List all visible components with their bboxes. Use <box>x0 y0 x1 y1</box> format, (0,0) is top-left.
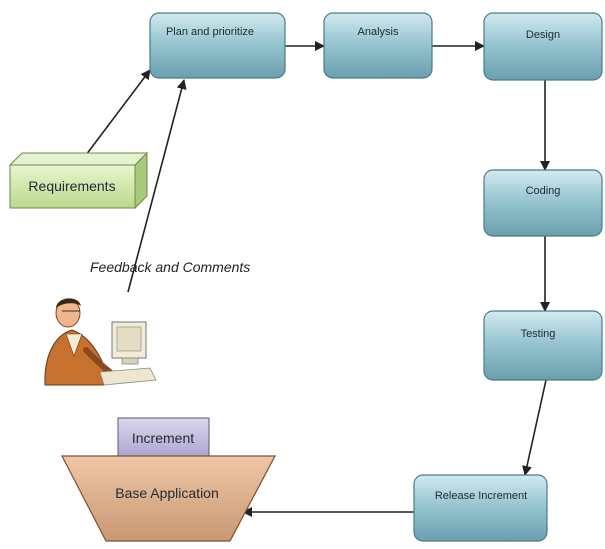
node-base-application-label: Base Application <box>115 485 219 501</box>
node-release-label: Release Increment <box>435 490 527 502</box>
node-base-application: Base Application <box>61 455 276 542</box>
node-release: Release Increment <box>413 474 548 542</box>
node-increment: Increment <box>117 417 210 457</box>
node-requirements-label: Requirements <box>28 178 115 194</box>
node-testing-label: Testing <box>521 328 556 340</box>
feedback-label: Feedback and Comments <box>90 259 250 275</box>
person-at-computer-icon <box>44 298 157 386</box>
arrow-testing-to-release <box>522 379 547 476</box>
node-analysis-label: Analysis <box>358 26 399 38</box>
node-analysis: Analysis <box>323 12 433 79</box>
connectors <box>85 41 550 517</box>
arrow-requirements-to-plan <box>85 69 151 156</box>
node-requirements: Requirements <box>8 151 149 210</box>
node-coding-label: Coding <box>526 185 561 197</box>
node-plan: Plan and prioritize <box>149 12 286 79</box>
arrow-feedback-to-plan <box>127 79 187 293</box>
node-plan-label: Plan and prioritize <box>166 26 254 38</box>
node-coding: Coding <box>483 169 603 237</box>
node-design: Design <box>483 12 603 81</box>
node-increment-label: Increment <box>132 430 194 446</box>
node-testing: Testing <box>483 310 603 381</box>
node-design-label: Design <box>526 29 560 41</box>
